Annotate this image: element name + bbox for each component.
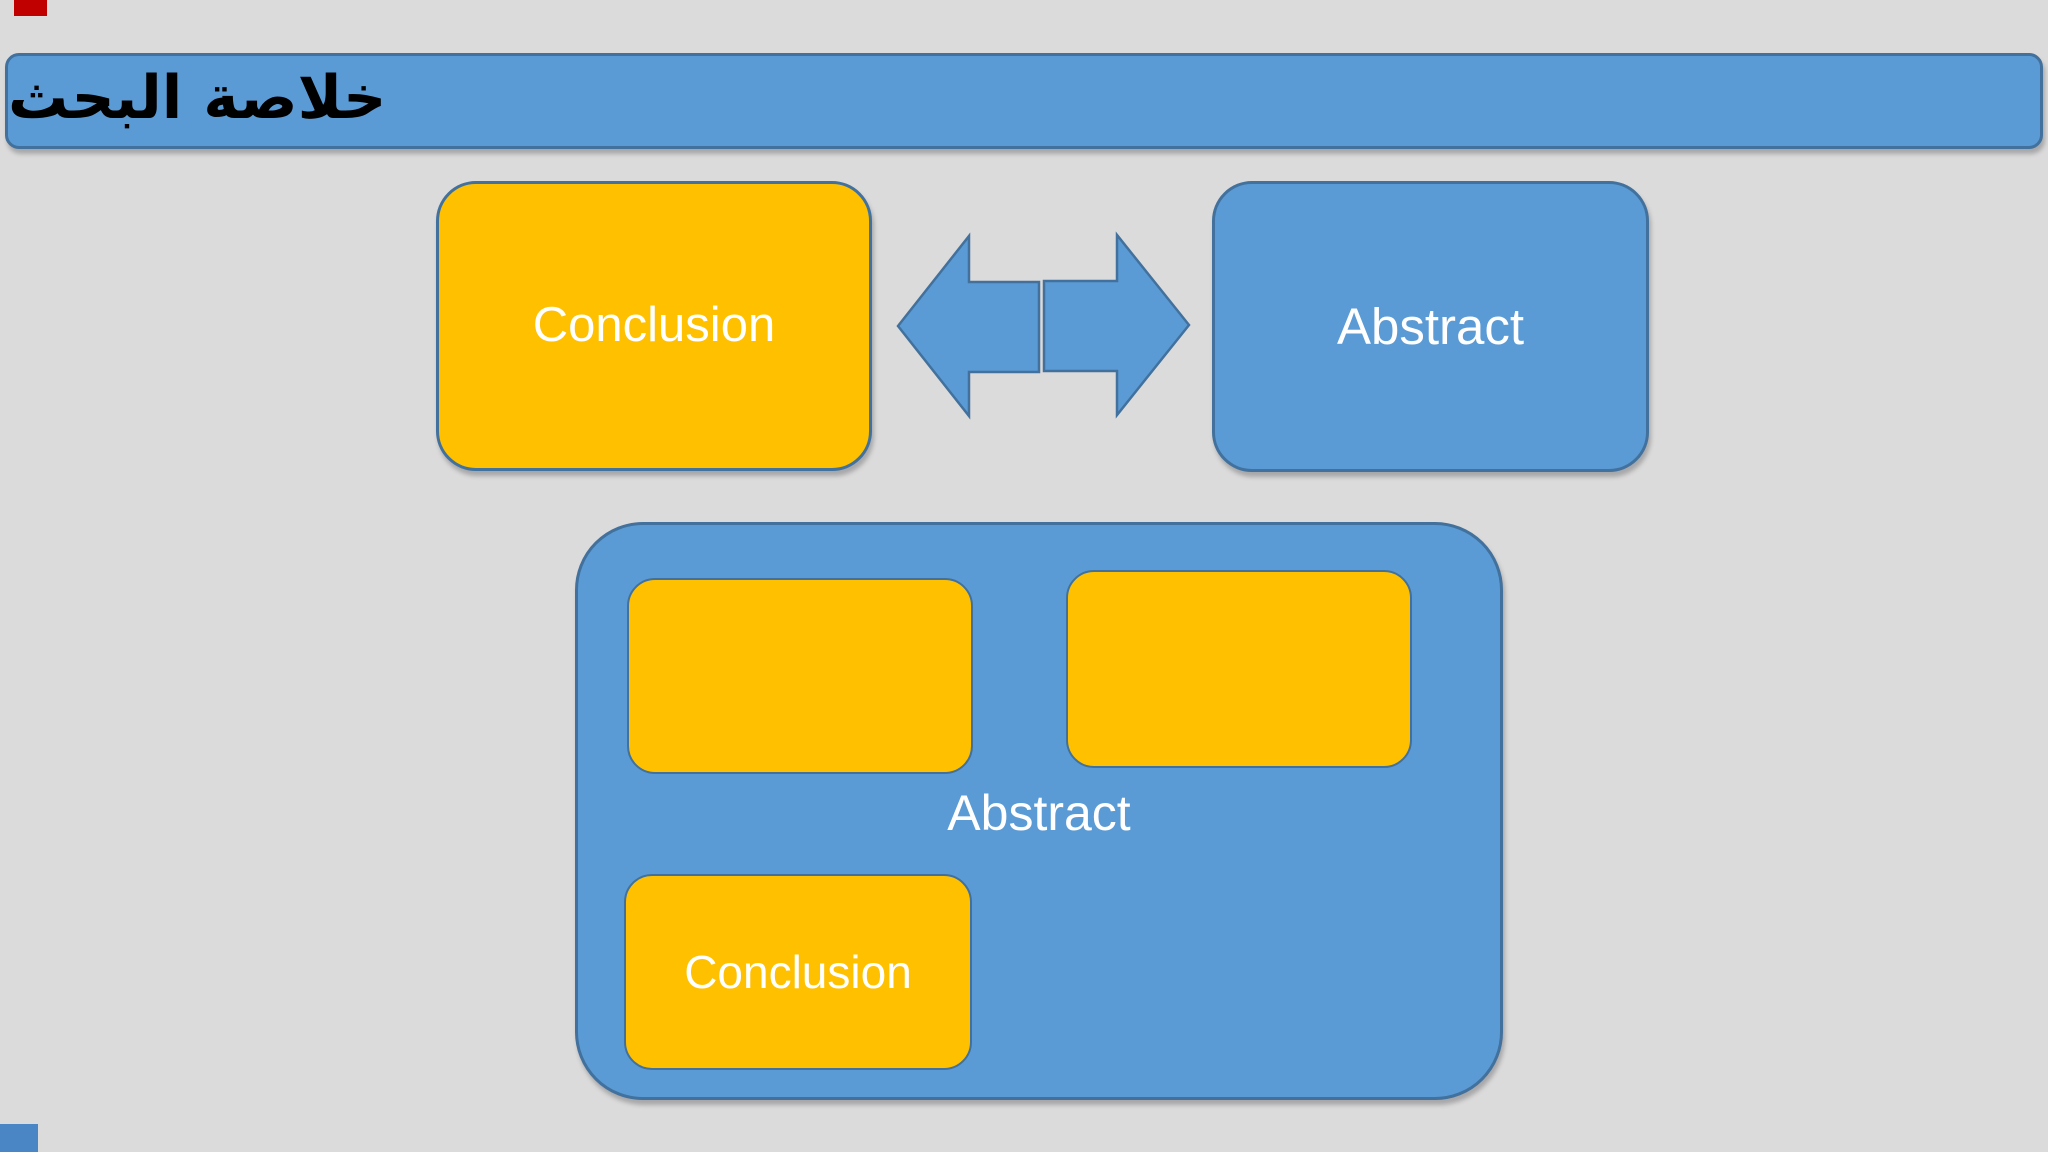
page-title: خلاصة البحث	[8, 63, 387, 133]
empty-yellow-box-1	[627, 578, 973, 774]
abstract-box-top: Abstract	[1212, 181, 1649, 472]
arrow-left-half	[896, 232, 1041, 420]
empty-yellow-box-2	[1066, 570, 1412, 768]
conclusion-box-inner-label: Conclusion	[684, 945, 912, 998]
conclusion-box-top-label: Conclusion	[532, 298, 776, 353]
left-right-arrow-icon	[896, 231, 1192, 420]
blue-corner-mark	[0, 1124, 38, 1152]
summary-group-label: Abstract	[575, 780, 1503, 846]
left-right-arrow-svg	[896, 231, 1191, 420]
conclusion-box-top: Conclusion	[436, 181, 872, 471]
red-corner-mark	[14, 0, 47, 16]
conclusion-box-inner: Conclusion	[624, 874, 972, 1070]
summary-group-label-text: Abstract	[947, 784, 1131, 841]
title-bar: خلاصة البحث	[5, 53, 2043, 149]
abstract-box-top-label: Abstract	[1336, 297, 1525, 355]
arrow-right-half	[1042, 231, 1191, 419]
